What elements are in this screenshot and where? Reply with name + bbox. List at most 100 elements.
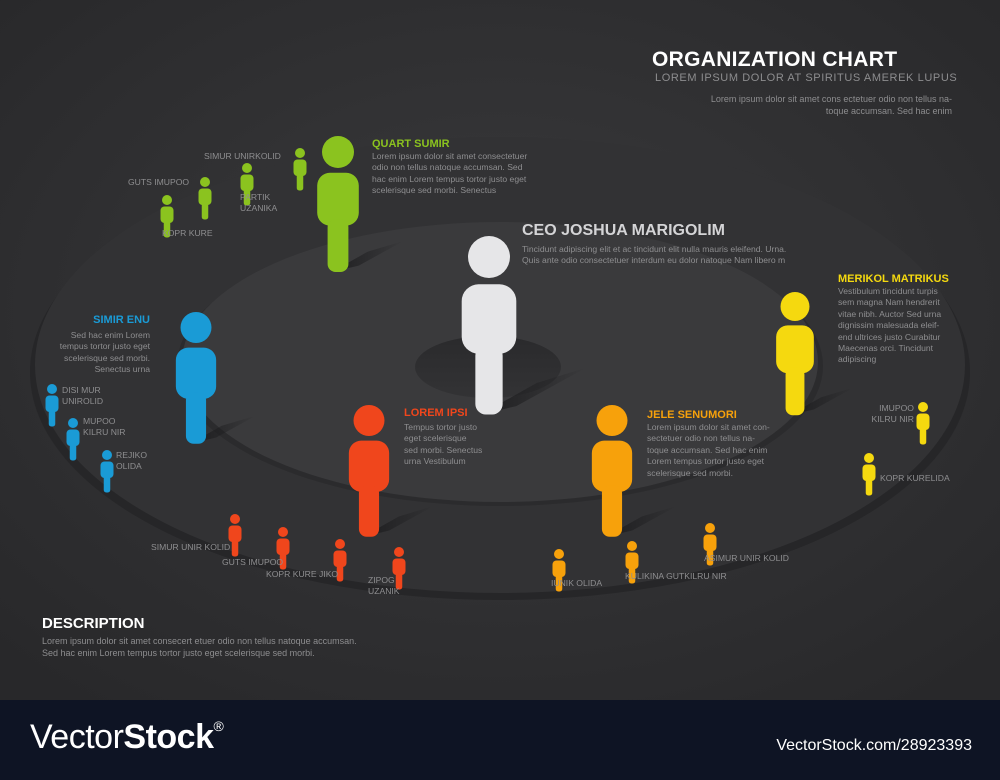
staff-label-yellow: IMUPOO KILRU NIR [848, 403, 915, 425]
desc-line: Maecenas orci. Tincidunt [838, 343, 934, 354]
figure-shadow [789, 387, 854, 416]
intro-line: toque accumsan. Sed hac enim [825, 106, 952, 116]
page-title: ORGANIZATION CHART [652, 48, 898, 71]
desc-line: Sed hac enim Lorem [70, 330, 150, 340]
figure-head [68, 418, 78, 428]
intro-text: Lorem ipsum dolor sit amet cons ectetuer… [652, 93, 952, 117]
desc-line: dignissim malesuada eleif- [838, 320, 940, 331]
desc-line: Lorem ipsum dolor sit amet consectetuer [372, 151, 528, 161]
figure-head [705, 523, 715, 533]
staff-label-line: UNIROLID [62, 396, 104, 406]
staff-label-green: GUTS IMUPOO [128, 177, 190, 187]
desc-line: adipiscing [838, 354, 877, 365]
figure-legs [327, 219, 349, 272]
desc-line: toque accumsan. Sed hac enim [647, 444, 768, 455]
desc-line: Tempus tortor justo [404, 422, 478, 432]
manager-desc-orange: Lorem ipsum dolor sit amet con- sectetue… [647, 422, 807, 479]
desc-line: urna Vestibulum [404, 456, 466, 467]
desc-line: vitae nibh. Auctor Sed urna [838, 308, 942, 319]
ceo-figure [461, 236, 587, 415]
figure-head [47, 384, 57, 394]
figure-body [240, 174, 254, 191]
figure-body [333, 550, 347, 567]
figure-body [916, 413, 930, 430]
figure-shadow [480, 367, 587, 415]
figure-body [461, 284, 517, 354]
figure-legs [201, 203, 209, 220]
desc-line: tempus tortor justo eget [59, 341, 150, 352]
manager-desc-red: Tempus tortor justo eget scelerisque sed… [404, 422, 514, 468]
desc-line: hac enim Lorem tempus tortor justo eget [372, 173, 527, 184]
figure-head [780, 292, 810, 321]
desc-line: scelerisque sed morbi. Senectus [372, 185, 497, 196]
figure-body [276, 538, 290, 555]
manager-figure-blue [175, 312, 257, 444]
figure-head [353, 405, 385, 436]
figure-shadow [362, 505, 435, 537]
staff-label-line: IMUPOO [879, 403, 914, 413]
staff-figure-orange [625, 541, 639, 584]
figure-head [335, 539, 345, 549]
ceo-desc-line: Quis ante odio consectetuer interdum eu … [522, 255, 786, 266]
desc-line: scelerisque sed morbi. [647, 467, 733, 478]
staff-figure-blue [45, 384, 59, 427]
figure-legs [785, 367, 805, 416]
figure-body [175, 347, 217, 399]
desc-line: odio non tellus natoque accumsan. Sed [372, 162, 523, 173]
figure-legs [601, 485, 623, 537]
staff-label-orange: IUNIK OLIDA [551, 578, 603, 588]
figure-shadow [605, 505, 678, 537]
staff-label-line: ZIPOG [368, 575, 395, 585]
figure-legs [336, 565, 344, 582]
staff-label-red: SIMUR UNIR KOLID [151, 542, 231, 552]
staff-figure-red [392, 547, 406, 590]
figure-legs [919, 428, 927, 445]
figure-legs [296, 174, 304, 191]
description-title: DESCRIPTION [42, 615, 145, 632]
staff-figure-yellow [916, 402, 930, 445]
staff-label-orange: KULIKINA GUTKILRU NIR [625, 571, 727, 581]
figure-body [625, 552, 639, 569]
staff-label-yellow: KOPR KURELIDA [880, 473, 950, 483]
figure-head [627, 541, 637, 551]
figure-head [864, 453, 874, 463]
figure-head [468, 236, 510, 278]
org-diagram-graphic [0, 0, 1000, 700]
desc-line: end ultrices justo Curabitur [838, 331, 941, 342]
staff-label-blue: DISI MUR UNIROLID [62, 385, 103, 407]
manager-figure-red [348, 405, 435, 537]
figure-legs [475, 345, 503, 415]
staff-label-line: OLIDA [116, 461, 142, 471]
staff-label-line: UZANIK [368, 586, 400, 596]
staff-figure-red [333, 539, 347, 582]
figure-body [45, 395, 59, 412]
figure-head [295, 148, 305, 158]
logo-text-light: Vector [30, 718, 124, 756]
figure-body [703, 534, 717, 551]
desc-line: scelerisque sed morbi. [64, 352, 150, 363]
staff-label-green: KOPR KURE [162, 228, 213, 238]
logo-text-bold: Stock [123, 718, 214, 756]
figure-head [918, 402, 928, 412]
staff-figure-orange [703, 523, 717, 566]
staff-label-red: ZIPOG UZANIK [368, 575, 400, 597]
figure-body [293, 159, 307, 176]
figure-head [394, 547, 404, 557]
manager-desc-green: Lorem ipsum dolor sit amet consectetuer … [372, 151, 572, 197]
desc-line: Lorem tempus tortor justo eget [647, 456, 765, 467]
figure-body [591, 440, 633, 492]
org-chart: ORGANIZATION CHART LOREM IPSUM DOLOR AT … [0, 0, 1000, 700]
figure-body [100, 461, 114, 478]
staff-label-line: REJIKO [116, 450, 148, 460]
page-subtitle: LOREM IPSUM DOLOR AT SPIRITUS AMEREK LUP… [655, 72, 958, 84]
staff-label-line: MUPOO [83, 416, 116, 426]
manager-name-red: LOREM IPSI [404, 407, 468, 419]
staff-figure-orange [552, 549, 566, 592]
staff-label-line: DISI MUR [62, 385, 101, 395]
figure-head [278, 527, 288, 537]
staff-figure-yellow [862, 453, 876, 496]
description-line: Lorem ipsum dolor sit amet consecert etu… [42, 636, 357, 646]
figure-legs [231, 540, 239, 557]
figure-body [776, 325, 814, 374]
staff-figure-red [276, 527, 290, 570]
